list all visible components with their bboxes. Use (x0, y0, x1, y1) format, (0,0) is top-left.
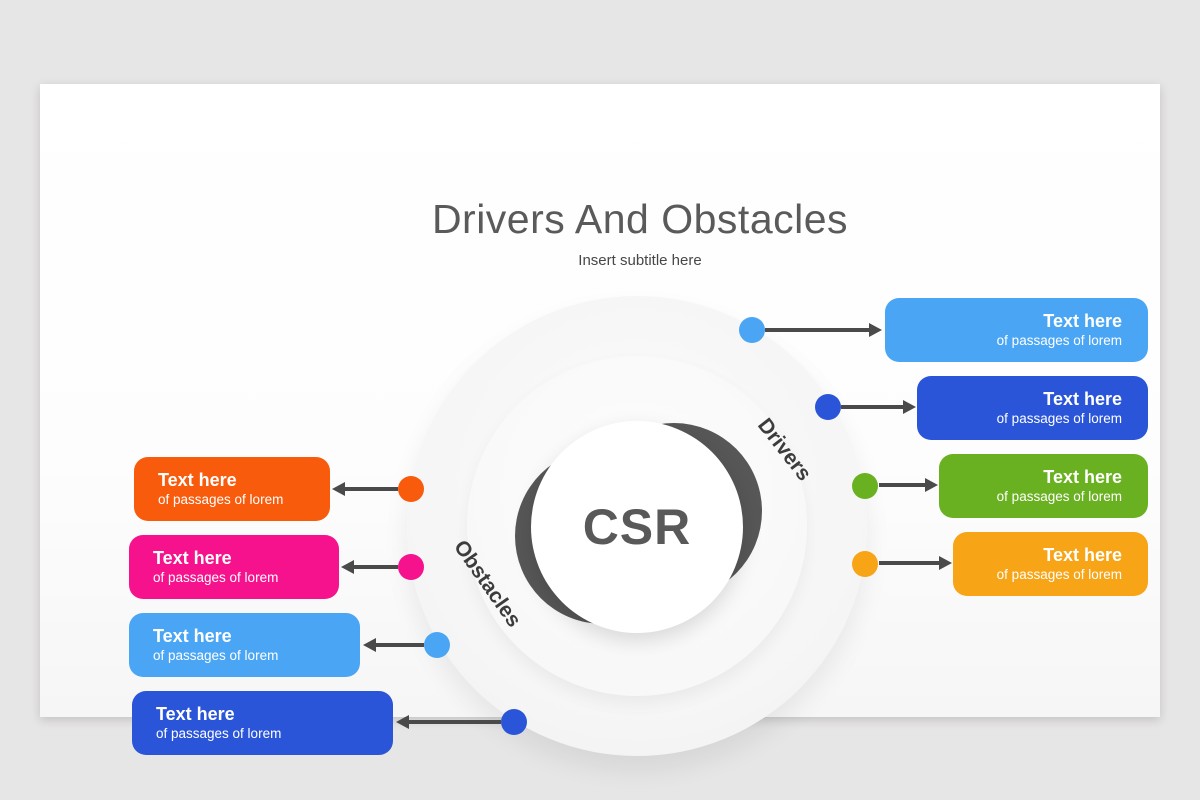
driver-dot-4 (852, 551, 878, 577)
obstacle-box-3-subtitle: of passages of lorem (153, 648, 279, 663)
obstacle-arrow-1 (332, 482, 398, 496)
obstacle-dot-3 (424, 632, 450, 658)
driver-text-box-3[interactable]: Text here of passages of lorem (939, 454, 1148, 518)
driver-box-4-title: Text here (1043, 545, 1122, 565)
driver-box-1-title: Text here (1043, 311, 1122, 331)
obstacle-text-box-1[interactable]: Text here of passages of lorem (134, 457, 330, 521)
obstacle-text-box-4[interactable]: Text here of passages of lorem (132, 691, 393, 755)
obstacle-box-2-title: Text here (153, 548, 232, 568)
center-circle[interactable]: CSR (531, 421, 743, 633)
driver-box-2-title: Text here (1043, 389, 1122, 409)
driver-text-box-4[interactable]: Text here of passages of lorem (953, 532, 1148, 596)
driver-arrow-4 (879, 556, 952, 570)
obstacle-box-1-title: Text here (158, 470, 237, 490)
obstacle-dot-2 (398, 554, 424, 580)
driver-box-3-subtitle: of passages of lorem (996, 489, 1122, 504)
obstacle-arrow-2 (341, 560, 398, 574)
driver-box-3-title: Text here (1043, 467, 1122, 487)
obstacle-box-3-title: Text here (153, 626, 232, 646)
obstacle-text-box-3[interactable]: Text here of passages of lorem (129, 613, 360, 677)
driver-box-4-subtitle: of passages of lorem (996, 567, 1122, 582)
obstacle-text-box-2[interactable]: Text here of passages of lorem (129, 535, 339, 599)
driver-arrow-2 (841, 400, 916, 414)
obstacle-box-4-subtitle: of passages of lorem (156, 726, 282, 741)
slide-subtitle[interactable]: Insert subtitle here (578, 252, 702, 269)
driver-text-box-1[interactable]: Text here of passages of lorem (885, 298, 1148, 362)
driver-box-2-subtitle: of passages of lorem (996, 411, 1122, 426)
driver-arrow-1 (765, 323, 882, 337)
slide-title[interactable]: Drivers And Obstacles (431, 196, 849, 242)
obstacle-dot-4 (501, 709, 527, 735)
obstacle-box-1-subtitle: of passages of lorem (158, 492, 284, 507)
obstacle-box-2-subtitle: of passages of lorem (153, 570, 279, 585)
slide-card: Drivers And Obstacles Insert subtitle he… (40, 84, 1160, 756)
driver-text-box-2[interactable]: Text here of passages of lorem (917, 376, 1148, 440)
driver-box-1-subtitle: of passages of lorem (996, 333, 1122, 348)
obstacle-box-4-title: Text here (156, 704, 235, 724)
driver-dot-1 (739, 317, 765, 343)
driver-dot-2 (815, 394, 841, 420)
obstacle-arrow-4 (396, 715, 501, 729)
center-label: CSR (582, 499, 692, 555)
obstacle-dot-1 (398, 476, 424, 502)
driver-arrow-3 (879, 478, 938, 492)
obstacle-arrow-3 (363, 638, 424, 652)
driver-dot-3 (852, 473, 878, 499)
